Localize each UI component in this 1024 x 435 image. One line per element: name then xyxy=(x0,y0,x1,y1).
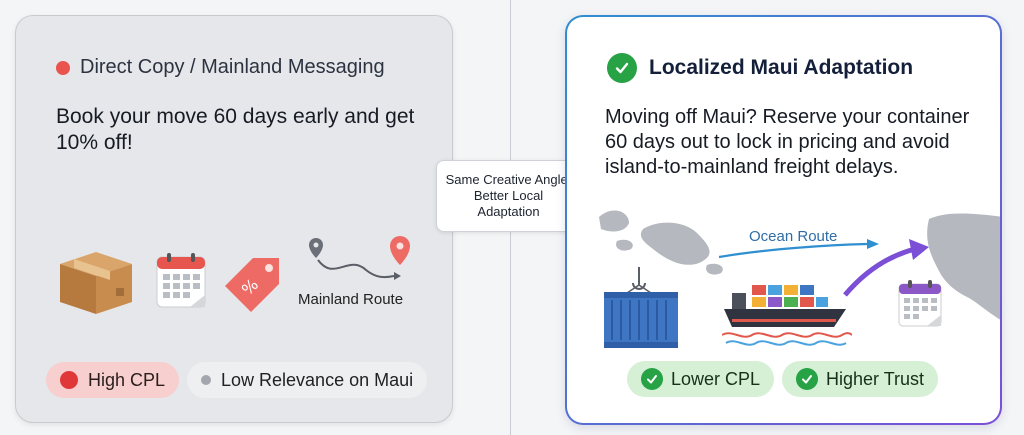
neutral-dot-icon xyxy=(201,375,211,385)
localized-maui-card: Localized Maui Adaptation Moving off Mau… xyxy=(565,15,1002,425)
calendar-icon xyxy=(898,280,942,327)
check-icon xyxy=(796,368,818,390)
ocean-route-label: Ocean Route xyxy=(749,228,838,245)
higher-trust-label: Higher Trust xyxy=(826,368,925,389)
box-icon xyxy=(60,252,132,314)
right-card-header: Localized Maui Adaptation xyxy=(607,53,913,83)
lower-cpl-badge: Lower CPL xyxy=(627,361,775,397)
mainland-messaging-card: Direct Copy / Mainland Messaging Book yo… xyxy=(15,15,453,423)
negative-dot-icon xyxy=(60,371,78,389)
mainland-route-label: Mainland Route xyxy=(298,291,404,308)
lower-cpl-label: Lower CPL xyxy=(671,368,761,389)
higher-trust-badge: Higher Trust xyxy=(782,361,939,397)
low-relevance-badge: Low Relevance on Maui xyxy=(187,362,428,398)
low-relevance-label: Low Relevance on Maui xyxy=(221,369,414,390)
discount-tag-icon: % xyxy=(225,258,279,312)
negative-status-dot xyxy=(56,60,70,75)
left-card-header: Direct Copy / Mainland Messaging xyxy=(56,56,385,79)
high-cpl-label: High CPL xyxy=(88,369,166,390)
mainland-route-icon xyxy=(309,236,410,280)
cargo-ship-icon xyxy=(722,285,852,346)
high-cpl-badge: High CPL xyxy=(46,362,180,398)
left-card-copy: Book your move 60 days early and get 10%… xyxy=(56,105,415,154)
left-card-title: Direct Copy / Mainland Messaging xyxy=(80,56,385,78)
maui-map-graphic xyxy=(599,210,1000,320)
check-icon xyxy=(607,53,637,83)
right-card-copy: Moving off Maui? Reserve your container … xyxy=(605,106,970,178)
container-icon xyxy=(604,292,678,348)
adaptation-callout: Same Creative Angle, Better Local Adapta… xyxy=(436,160,581,232)
calendar-icon xyxy=(156,253,206,308)
right-card-title: Localized Maui Adaptation xyxy=(649,56,914,79)
check-icon xyxy=(641,368,663,390)
callout-text: Same Creative Angle, Better Local Adapta… xyxy=(445,172,572,219)
